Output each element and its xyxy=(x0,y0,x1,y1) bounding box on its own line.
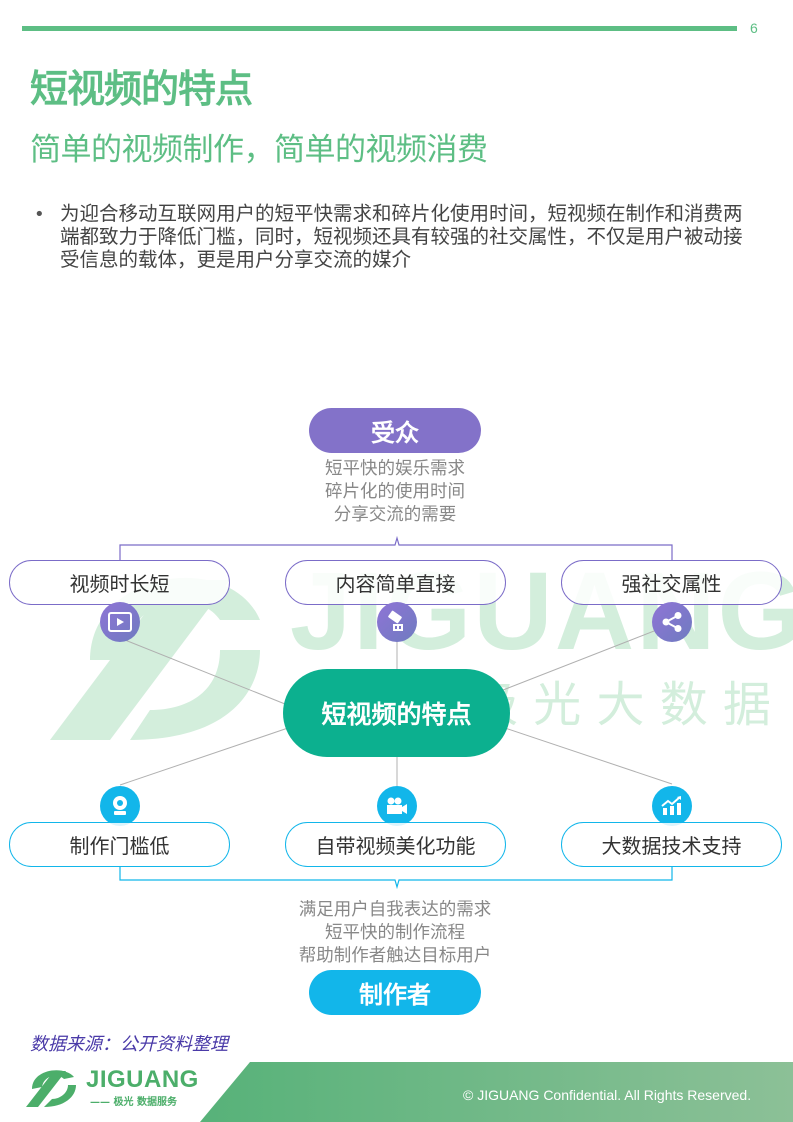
creator-desc-line: 满足用户自我表达的需求 xyxy=(298,900,492,920)
node-big-data: 大数据技术支持 xyxy=(561,822,782,867)
jiguang-logo-icon xyxy=(26,1070,76,1107)
audience-label: 受众 xyxy=(371,419,419,447)
camera-projector-icon xyxy=(377,602,417,642)
video-camera-icon xyxy=(377,786,417,826)
node-beautify: 自带视频美化功能 xyxy=(285,822,506,867)
video-play-icon xyxy=(100,602,140,642)
growth-chart-icon xyxy=(652,786,692,826)
footer-band xyxy=(200,1062,793,1122)
node-social: 强社交属性 xyxy=(561,560,782,605)
node-label: 内容简单直接 xyxy=(335,572,456,596)
webcam-icon xyxy=(100,786,140,826)
audience-header: 受众 xyxy=(309,408,481,453)
page-title: 短视频的特点 xyxy=(30,67,253,111)
bullet-marker: • xyxy=(34,204,45,225)
bullet-paragraph: 为迎合移动互联网用户的短平快需求和碎片化使用时间，短视频在制作和消费两端都致力于… xyxy=(60,202,743,271)
creator-desc-line: 帮助制作者触达目标用户 xyxy=(298,946,492,966)
node-label: 强社交属性 xyxy=(621,572,722,596)
page-number: 6 xyxy=(750,20,758,36)
watermark-cn: 极 光 大 数 据 xyxy=(470,677,772,733)
copyright-notice: © JIGUANG Confidential. All Rights Reser… xyxy=(463,1087,752,1103)
audience-desc-line: 短平快的娱乐需求 xyxy=(325,459,465,479)
audience-desc-line: 碎片化的使用时间 xyxy=(325,482,465,502)
node-simple-content: 内容简单直接 xyxy=(285,560,506,605)
node-label: 制作门槛低 xyxy=(69,834,170,858)
center-label: 短视频的特点 xyxy=(321,700,472,729)
audience-desc-line: 分享交流的需要 xyxy=(333,505,457,525)
header-rule xyxy=(22,26,737,31)
logo-tagline: —— 极光 数据服务 xyxy=(90,1097,177,1108)
logo-wordmark: JIGUANG xyxy=(86,1066,199,1093)
data-source: 数据来源：公开资料整理 xyxy=(30,1034,228,1055)
audience-descriptions: 短平快的娱乐需求 碎片化的使用时间 分享交流的需要 xyxy=(245,458,545,527)
center-topic: 短视频的特点 xyxy=(283,669,510,757)
creator-label: 制作者 xyxy=(359,981,431,1009)
node-label: 视频时长短 xyxy=(69,572,170,596)
node-label: 大数据技术支持 xyxy=(601,834,742,858)
node-label: 自带视频美化功能 xyxy=(315,834,476,858)
node-short-duration: 视频时长短 xyxy=(9,560,230,605)
page-subtitle: 简单的视频制作，简单的视频消费 xyxy=(30,132,488,168)
creator-descriptions: 满足用户自我表达的需求 短平快的制作流程 帮助制作者触达目标用户 xyxy=(245,899,545,968)
creator-desc-line: 短平快的制作流程 xyxy=(325,923,465,943)
creator-header: 制作者 xyxy=(309,970,481,1015)
share-icon xyxy=(652,602,692,642)
node-low-barrier: 制作门槛低 xyxy=(9,822,230,867)
